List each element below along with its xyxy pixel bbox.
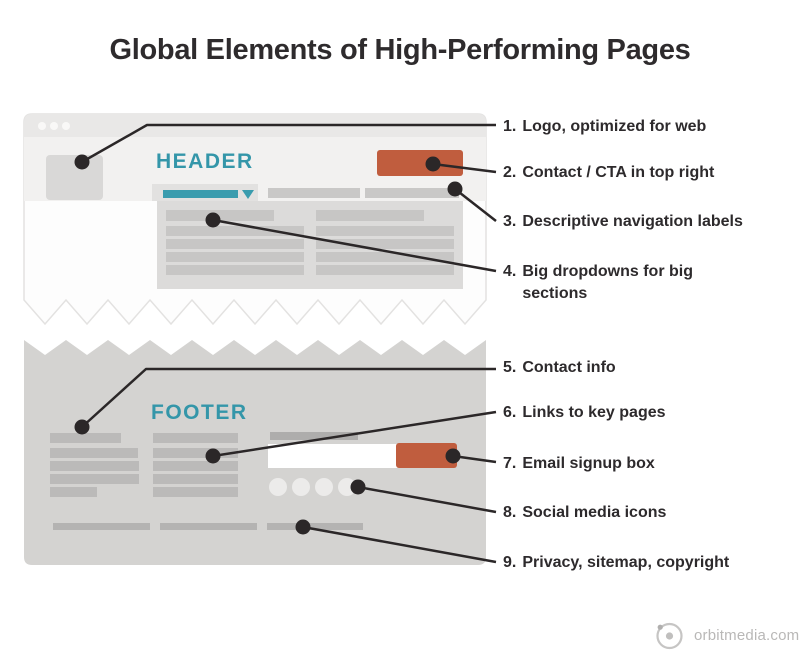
annotation-item-1: 1. Logo, optimized for web (503, 116, 797, 138)
annotation-number: 1. (503, 118, 517, 135)
dropdown-link-placeholder (316, 239, 454, 249)
dropdown-heading-placeholder (166, 210, 274, 221)
annotation-text: Links to key pages (522, 404, 666, 421)
dropdown-link-placeholder (166, 265, 304, 275)
annotation-item-7: 7. Email signup box (503, 453, 797, 475)
annotation-text: Logo, optimized for web (522, 118, 707, 135)
dropdown-link-placeholder (316, 252, 454, 262)
header-section-label: HEADER (156, 150, 254, 173)
nav-item-placeholder (268, 188, 360, 198)
brand-site-label: orbitmedia.com (694, 627, 800, 644)
active-nav-label-bar (163, 190, 238, 198)
annotation-number: 4. (503, 263, 517, 280)
connector-dot (447, 181, 463, 197)
legal-link-placeholder (160, 523, 257, 530)
annotation-number: 8. (503, 504, 517, 521)
connector-line-8 (357, 485, 497, 514)
contact-info-placeholder (50, 461, 139, 471)
annotation-text: Social media icons (522, 504, 667, 521)
connector-line-5 (81, 367, 496, 428)
annotation-text: Contact / CTA in top right (522, 164, 715, 181)
contact-info-placeholder (50, 487, 97, 497)
connector-line-2 (432, 162, 497, 174)
dropdown-link-placeholder (166, 226, 304, 236)
connector-line-9 (302, 525, 497, 564)
annotation-number: 2. (503, 164, 517, 181)
footer-section (24, 340, 486, 565)
social-icon-placeholder (338, 478, 356, 496)
key-links-placeholder (153, 487, 238, 497)
dropdown-caret-icon (242, 190, 254, 199)
contact-info-placeholder (50, 474, 139, 484)
legal-link-placeholder (267, 523, 363, 530)
connector-dot (445, 448, 461, 464)
annotation-text: Privacy, sitemap, copyright (522, 554, 730, 571)
annotation-item-8: 8. Social media icons (503, 502, 797, 524)
browser-dot (50, 122, 58, 130)
annotation-number: 9. (503, 554, 517, 571)
social-icon-placeholder (269, 478, 287, 496)
connector-line-3 (454, 188, 497, 222)
social-icon-placeholder (292, 478, 310, 496)
dropdown-heading-placeholder (316, 210, 424, 221)
key-links-placeholder (153, 448, 238, 458)
key-links-placeholder (153, 433, 238, 443)
annotation-number: 5. (503, 359, 517, 376)
email-input-placeholder (268, 444, 398, 468)
connector-dot (425, 156, 441, 172)
annotation-text: Email signup box (522, 455, 655, 472)
page-title: Global Elements of High-Performing Pages (109, 34, 691, 66)
connector-dot (205, 212, 221, 228)
connector-dot (295, 519, 311, 535)
key-links-placeholder (153, 474, 238, 484)
dropdown-link-placeholder (316, 226, 454, 236)
annotation-item-4: 4. Big dropdowns for big sections (503, 261, 797, 305)
orbit-media-brand: orbitmedia.com (654, 620, 799, 651)
footer-section-label: FOOTER (151, 401, 248, 424)
browser-dot (38, 122, 46, 130)
connector-dot (205, 448, 221, 464)
annotation-number: 7. (503, 455, 517, 472)
annotation-text: Contact info (522, 359, 616, 376)
annotation-number: 6. (503, 404, 517, 421)
annotation-number: 3. (503, 213, 517, 230)
annotation-text: Descriptive navigation labels (522, 213, 743, 230)
connector-line-4 (212, 218, 497, 273)
annotation-item-2: 2. Contact / CTA in top right (503, 162, 797, 184)
connector-dot (74, 154, 90, 170)
email-label-placeholder (270, 432, 358, 440)
annotation-item-6: 6. Links to key pages (503, 402, 797, 424)
social-icon-placeholder (315, 478, 333, 496)
annotation-item-3: 3. Descriptive navigation labels (503, 211, 797, 233)
annotation-text: Big dropdowns for big sections (522, 263, 693, 302)
browser-dot (62, 122, 70, 130)
email-submit-button-placeholder (396, 443, 457, 468)
connector-dot (74, 419, 90, 435)
dropdown-link-placeholder (316, 265, 454, 275)
contact-info-placeholder (50, 448, 138, 458)
cta-button-placeholder (377, 150, 463, 176)
connector-dot (350, 479, 366, 495)
logo-placeholder (46, 155, 103, 200)
nav-item-placeholder (365, 188, 459, 198)
orbit-logo-icon (656, 622, 683, 650)
dropdown-link-placeholder (166, 252, 304, 262)
connector-line-1 (81, 123, 496, 164)
contact-info-placeholder (50, 433, 121, 443)
annotation-item-9: 9. Privacy, sitemap, copyright (503, 552, 797, 574)
legal-link-placeholder (53, 523, 150, 530)
key-links-placeholder (153, 461, 238, 471)
annotation-item-5: 5. Contact info (503, 357, 797, 379)
dropdown-link-placeholder (166, 239, 304, 249)
connector-line-6 (212, 410, 497, 458)
